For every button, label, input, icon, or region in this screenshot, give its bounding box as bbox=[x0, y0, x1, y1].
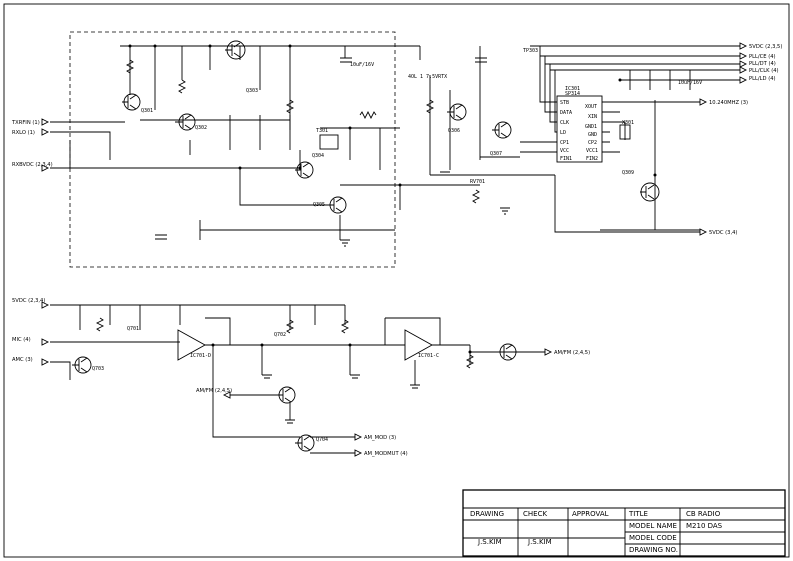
label-ic701c: IC701-C bbox=[418, 353, 439, 359]
tb-header-approval: APPROVAL bbox=[572, 510, 609, 518]
shield-box bbox=[69, 31, 396, 268]
ic-pin-label: DATA bbox=[560, 110, 572, 116]
label-q302: Q302 bbox=[195, 125, 207, 131]
ic-pin-label: XIN bbox=[588, 114, 597, 120]
tb-header-drawing: DRAWING bbox=[470, 510, 504, 518]
sheet-border bbox=[3, 3, 790, 558]
port-mic: MIC (4) bbox=[12, 337, 31, 343]
ic-pin-label: CP2 bbox=[588, 140, 597, 146]
ic-pin-label: GND bbox=[588, 132, 597, 138]
label-q304: Q304 bbox=[312, 153, 324, 159]
label-q305: Q305 bbox=[313, 202, 325, 208]
ic-pin-label: STB bbox=[560, 100, 569, 106]
port-pll-ce: PLL/CE (4) bbox=[749, 54, 776, 60]
port-am-modmut: AM_MODMUT (4) bbox=[364, 451, 408, 457]
port-10mhz: 10.240MHZ (3) bbox=[709, 100, 748, 106]
port-5vdc-left: 5VDC (2,3,4) bbox=[12, 298, 45, 304]
label-tp303: TP303 bbox=[523, 48, 538, 54]
port-amfm-in: AM/FM (2,4,5) bbox=[196, 388, 232, 394]
port-rxlo: RXLO (1) bbox=[12, 130, 35, 136]
tb-header-check: CHECK bbox=[523, 510, 547, 518]
label-q307: Q307 bbox=[490, 151, 502, 157]
port-am-mod: AM_MOD (3) bbox=[364, 435, 396, 441]
ic-pin-label: VCC1 bbox=[586, 148, 598, 154]
port-txrfin: TXRFIN (1) bbox=[11, 120, 40, 126]
ic-pin-label: FIN1 bbox=[560, 156, 572, 162]
tb-name-drawing: J.S.KIM bbox=[477, 538, 502, 546]
port-pll-ld: PLL/LD (4) bbox=[749, 76, 776, 82]
label-c307-value: 10uF/16V bbox=[678, 80, 702, 86]
label-c306-value: 10uF/16V bbox=[350, 62, 374, 68]
ic-pin-label: CLK bbox=[560, 120, 569, 126]
port-pll-dt: PLL/DT (4) bbox=[749, 61, 776, 67]
title-block bbox=[462, 489, 786, 557]
ic-pin-label: CP1 bbox=[560, 140, 569, 146]
ic301-body bbox=[556, 95, 603, 163]
label-tuning: 4OL 1 7.5VRTX bbox=[408, 74, 447, 80]
label-q309: Q309 bbox=[622, 170, 634, 176]
label-q702: Q702 bbox=[274, 332, 286, 338]
port-5vdc-mid: 5VDC (3,4) bbox=[709, 230, 737, 236]
port-pll-clk: PLL/CLK (4) bbox=[749, 68, 779, 74]
audio-section bbox=[50, 304, 545, 454]
label-q303: Q303 bbox=[246, 88, 258, 94]
tb-key-drawing-no: DRAWING NO. bbox=[629, 546, 678, 554]
label-q301: Q301 bbox=[141, 108, 153, 114]
pll-section bbox=[480, 45, 740, 233]
port-rxbvdc: RXBVDC (2,3,4) bbox=[12, 162, 53, 168]
label-q701: Q701 bbox=[127, 326, 139, 332]
ic-pin-label: LD bbox=[560, 130, 566, 136]
label-q704: Q704 bbox=[316, 437, 328, 443]
port-amfm-out: AM/FM (2,4,5) bbox=[554, 350, 590, 356]
label-t301: T301 bbox=[316, 128, 328, 134]
ic701d-symbol bbox=[177, 329, 206, 361]
tb-value-model-name: M210 DAS bbox=[686, 522, 723, 530]
ic-pin-label: VCC bbox=[560, 148, 569, 154]
label-q306: Q306 bbox=[448, 128, 460, 134]
tb-name-check: J.S.KIM bbox=[527, 538, 552, 546]
rf-section bbox=[50, 40, 555, 247]
label-ic301: IC301 bbox=[565, 86, 580, 92]
label-ic301-part: SP314 bbox=[565, 91, 580, 97]
label-ic701d: IC701-D bbox=[190, 353, 211, 359]
tb-key-title: TITLE bbox=[628, 510, 648, 518]
tb-key-model-name: MODEL NAME bbox=[629, 522, 677, 530]
port-5vdc-top: 5VDC (2,3,5) bbox=[749, 44, 782, 50]
tb-value-title: CB RADIO bbox=[686, 510, 721, 518]
ic-pin-label: FIN2 bbox=[586, 156, 598, 162]
port-symbols bbox=[41, 42, 748, 457]
ic-pin-label: GND1 bbox=[585, 124, 597, 130]
ic-pin-label: XOUT bbox=[585, 104, 597, 110]
port-amc: AMC (3) bbox=[12, 357, 33, 363]
label-q703: Q703 bbox=[92, 366, 104, 372]
tb-key-model-code: MODEL CODE bbox=[629, 534, 677, 542]
label-rv701: RV701 bbox=[470, 179, 485, 185]
label-x301: X301 bbox=[622, 120, 634, 126]
